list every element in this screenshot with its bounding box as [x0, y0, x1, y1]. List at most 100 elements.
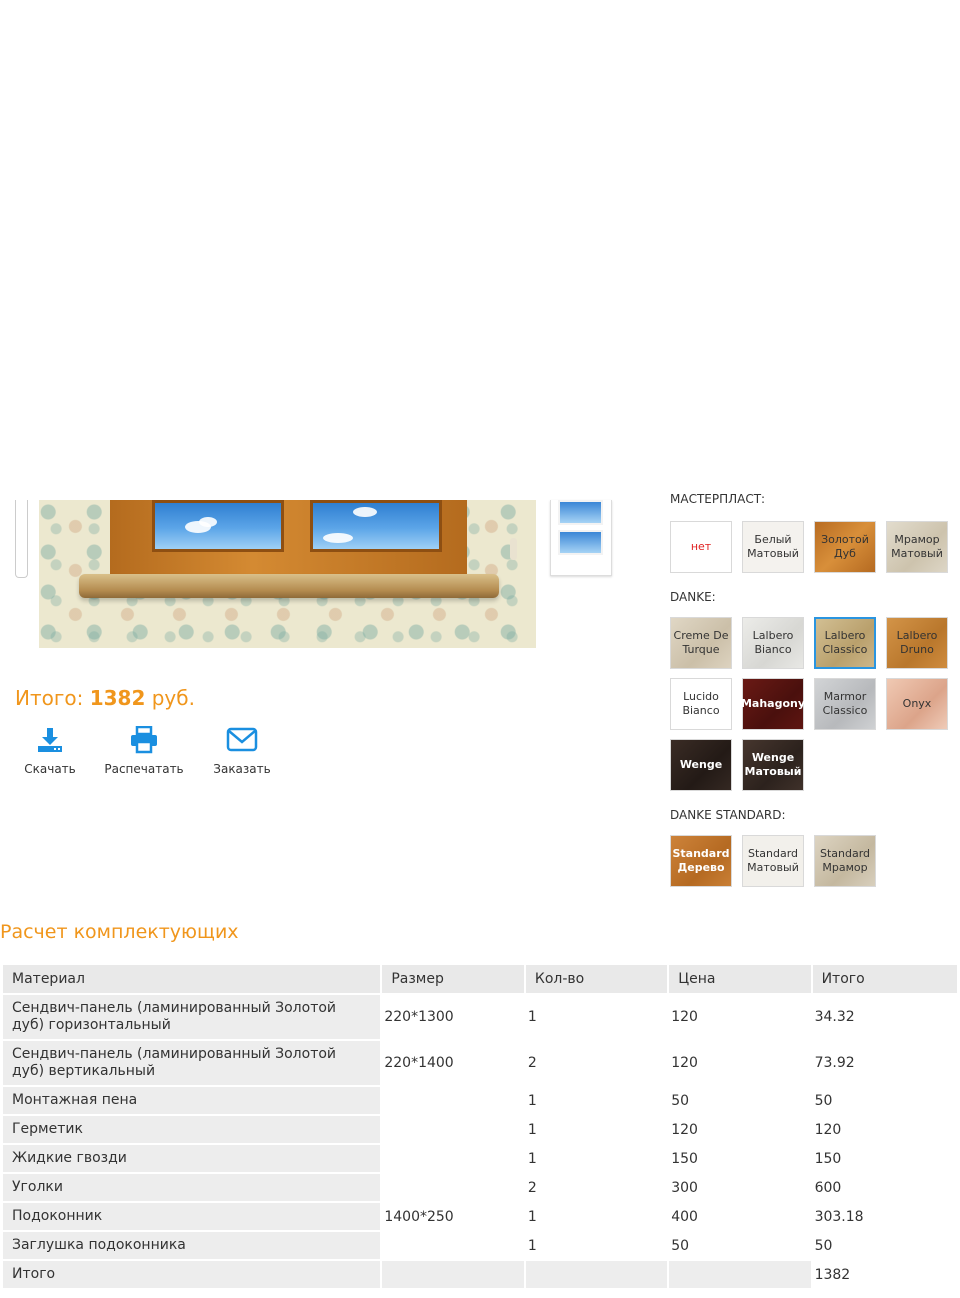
cell-total: 600: [814, 1179, 842, 1196]
swatch-lucido-bianco[interactable]: Lucido Bianco: [670, 678, 732, 730]
sum-blank: [382, 1261, 524, 1288]
cell-qty: 1: [527, 1009, 537, 1025]
swatch-golden-oak[interactable]: Золотой Дуб: [814, 521, 876, 573]
swatch-wenge-matte[interactable]: Wenge Матовый: [742, 739, 804, 791]
cell-price: 300: [671, 1179, 698, 1196]
group-title-danke: DANKE:: [670, 590, 716, 604]
cell-material: Монтажная пена: [3, 1087, 381, 1114]
window-frame: [110, 500, 517, 578]
window-sill: [79, 574, 499, 598]
cell-price: 120: [671, 1055, 698, 1071]
cell-size: [382, 1087, 524, 1114]
swatch-lalbero-bianco[interactable]: Lalbero Bianco: [742, 617, 804, 669]
header-size: Размер: [382, 965, 524, 993]
total-prefix: Итого:: [15, 686, 84, 710]
action-bar: Скачать Распечатать Заказать: [16, 726, 282, 776]
cell-material: Подоконник: [3, 1203, 381, 1230]
order-label: Заказать: [213, 762, 271, 776]
table-row: Жидкие гвозди 1 150 150: [3, 1145, 957, 1172]
cell-total: 50: [814, 1237, 833, 1254]
sum-blank: [669, 1261, 811, 1288]
print-label: Распечатать: [104, 762, 184, 776]
cell-qty: 2: [527, 1179, 537, 1196]
sum-label: Итого: [3, 1261, 381, 1288]
cell-price: 120: [671, 1121, 698, 1138]
swatch-none[interactable]: нет: [670, 521, 732, 573]
cell-qty: 1: [527, 1237, 537, 1254]
cell-total: 73.92: [814, 1055, 855, 1071]
cell-size: 1400*250: [384, 1208, 454, 1225]
swatch-onyx[interactable]: Onyx: [886, 678, 948, 730]
swatch-creme-de-turque[interactable]: Creme De Turque: [670, 617, 732, 669]
table-row: Сендвич-панель (ламинированный Золотой д…: [3, 995, 957, 1039]
header-price: Цена: [669, 965, 811, 993]
table-row: Уголки 2 300 600: [3, 1174, 957, 1201]
envelope-icon: [226, 727, 258, 752]
swatch-standard-marble[interactable]: Standard Мрамор: [814, 835, 876, 887]
table-row: Герметик 1 120 120: [3, 1116, 957, 1143]
cell-price: 50: [671, 1092, 690, 1109]
swatch-marmor-classico[interactable]: Marmor Classico: [814, 678, 876, 730]
print-button[interactable]: Распечатать: [92, 726, 196, 776]
preview-scrollbar[interactable]: [15, 500, 28, 578]
cell-size: 220*1300: [384, 1009, 454, 1025]
cell-qty: 1: [527, 1150, 537, 1167]
swatch-marble-matte[interactable]: Мрамор Матовый: [886, 521, 948, 573]
printer-icon: [131, 726, 157, 754]
calc-table: Материал Размер Кол-во Цена Итого Сендви…: [1, 963, 959, 1290]
order-button[interactable]: Заказать: [202, 726, 282, 776]
cell-qty: 1: [527, 1208, 537, 1225]
download-label: Скачать: [24, 762, 76, 776]
swatch-white-matte[interactable]: Белый Матовый: [742, 521, 804, 573]
header-qty: Кол-во: [525, 965, 668, 993]
cell-material: Жидкие гвозди: [3, 1145, 381, 1172]
swatch-lalbero-druno[interactable]: Lalbero Druno: [886, 617, 948, 669]
window-pane-right: [310, 500, 442, 552]
total-currency: руб.: [151, 686, 195, 710]
window-pane-left: [152, 500, 284, 552]
table-row: Сендвич-панель (ламинированный Золотой д…: [3, 1041, 957, 1085]
group-title-masterplast: МАСТЕРПЛАСТ:: [670, 492, 766, 504]
header-material: Материал: [3, 965, 381, 993]
swatch-lalbero-classico[interactable]: Lalbero Classico: [814, 617, 876, 669]
cell-material: Герметик: [3, 1116, 381, 1143]
sum-blank: [525, 1261, 668, 1288]
cell-material: Сендвич-панель (ламинированный Золотой д…: [3, 995, 381, 1039]
table-row: Подоконник 1400*250 1 400 303.18: [3, 1203, 957, 1230]
table-header-row: Материал Размер Кол-во Цена Итого: [3, 965, 957, 993]
cell-material: Заглушка подоконника: [3, 1232, 381, 1259]
cell-price: 400: [671, 1208, 698, 1225]
cell-total: 150: [814, 1150, 842, 1167]
cell-qty: 2: [527, 1055, 537, 1071]
cell-qty: 1: [527, 1092, 537, 1109]
cell-total: 120: [814, 1121, 842, 1138]
table-sum-row: Итого 1382: [3, 1261, 957, 1288]
cell-size: [382, 1232, 524, 1259]
group-title-danke-standard: DANKE STANDARD:: [670, 808, 786, 822]
calc-section-title: Расчет комплектующих: [0, 921, 239, 943]
swatch-wenge[interactable]: Wenge: [670, 739, 732, 791]
window-handle: [510, 538, 517, 560]
cell-size: [382, 1145, 524, 1172]
table-row: Заглушка подоконника 1 50 50: [3, 1232, 957, 1259]
table-row: Монтажная пена 1 50 50: [3, 1087, 957, 1114]
cell-price: 120: [671, 1009, 698, 1025]
swatch-standard-matte[interactable]: Standard Матовый: [742, 835, 804, 887]
swatch-mahagony[interactable]: Mahagony: [741, 678, 805, 730]
cell-total: 34.32: [814, 1009, 855, 1025]
window-thumbnail[interactable]: [550, 500, 612, 576]
cell-total: 303.18: [814, 1208, 864, 1225]
sum-value: 1382: [812, 1261, 957, 1288]
download-button[interactable]: Скачать: [16, 726, 84, 776]
total-price: Итого: 1382 руб.: [15, 686, 195, 710]
window-preview-image: [39, 500, 536, 648]
header-total: Итого: [812, 965, 957, 993]
cell-size: [382, 1116, 524, 1143]
cell-size: [382, 1174, 524, 1201]
download-icon: [38, 728, 62, 752]
cell-material: Уголки: [3, 1174, 381, 1201]
cell-material: Сендвич-панель (ламинированный Золотой д…: [3, 1041, 381, 1085]
cell-qty: 1: [527, 1121, 537, 1138]
swatch-standard-wood[interactable]: Standard Дерево: [670, 835, 732, 887]
cell-total: 50: [814, 1092, 833, 1109]
